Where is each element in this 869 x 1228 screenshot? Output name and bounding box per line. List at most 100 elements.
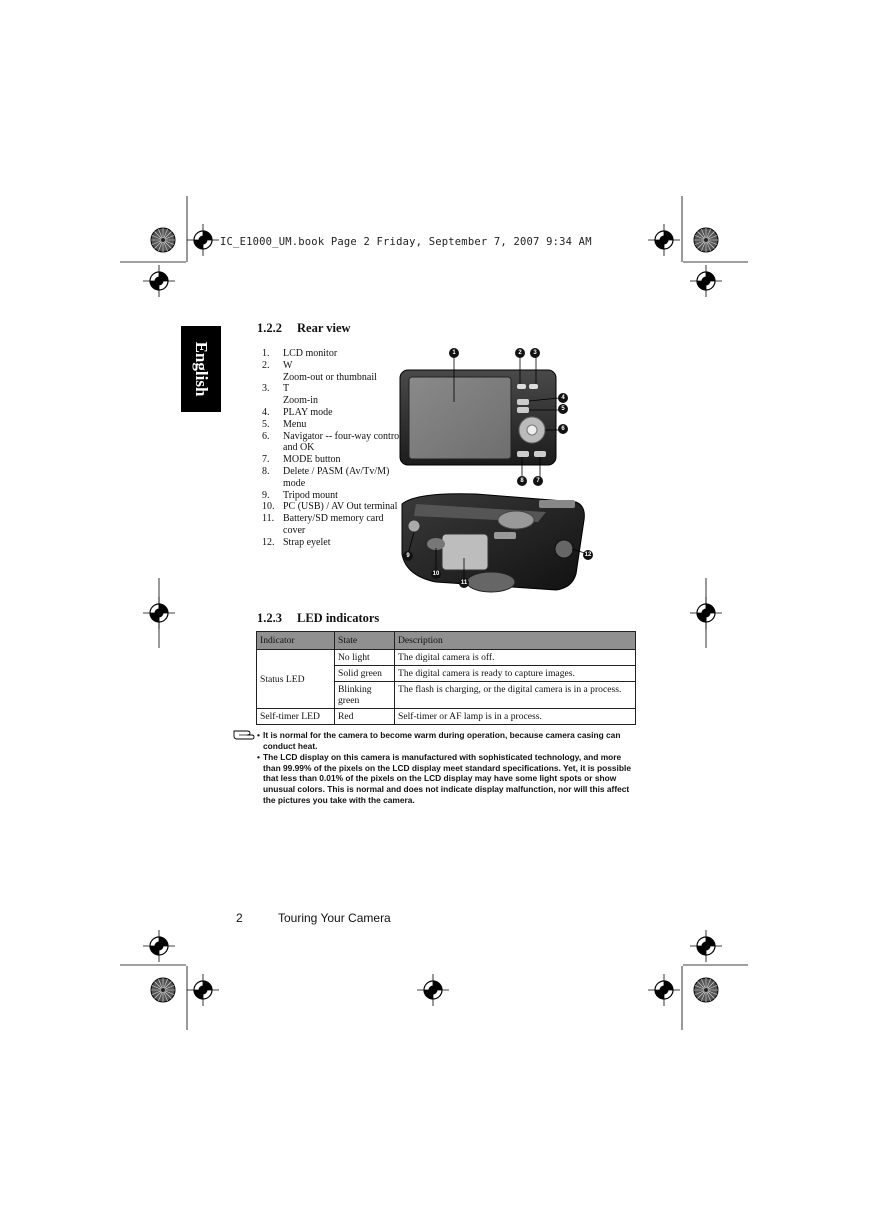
camera-illustration [399,354,589,593]
callout-1: 1 [449,348,459,358]
callout-3: 3 [530,348,540,358]
item-label-text: Delete / PASM (Av/Tv/M) mode [283,465,390,489]
note-hand-icon [233,730,255,740]
item-number: 10. [262,501,275,513]
callout-11: 11 [459,578,469,588]
list-item: 12. Strap eyelet [262,537,402,549]
description-cell: The digital camera is ready to capture i… [394,665,636,682]
list-item: 8. Delete / PASM (Av/Tv/M) mode [262,466,402,490]
item-sublabel: Zoom-out or thumbnail [283,371,377,383]
callout-6: 6 [558,424,568,434]
section-title: Rear view [297,321,351,335]
description-cell: The flash is charging, or the digital ca… [394,681,636,709]
list-item: 9. Tripod mount [262,490,402,502]
item-number: 1. [262,348,270,359]
item-label: MODE button [283,454,402,466]
item-label-text: Battery/SD memory card cover [283,513,384,536]
table-row: Self-timer LED Red Self-timer or AF lamp… [256,708,636,725]
item-label-text: Tripod mount [283,489,338,501]
table-row: Solid green The digital camera is ready … [257,665,636,682]
list-item: 10. PC (USB) / AV Out terminal [262,501,402,513]
list-item: 5. Menu [262,419,402,431]
item-number: 2. [262,359,270,371]
item-label: Navigator -- four-way control and OK [283,431,402,455]
table-row: Status LED No light The digital camera i… [256,649,636,709]
note-text: The LCD display on this camera is manufa… [263,752,631,805]
item-label: LCD monitor [283,348,402,360]
rear-view-heading: 1.2.2 Rear view [257,321,351,336]
item-number: 3. [262,383,270,395]
callout-4: 4 [558,393,568,403]
list-item: 6. Navigator -- four-way control and OK [262,431,402,455]
item-label-text: PLAY mode [283,406,333,418]
item-number: 5. [262,418,270,430]
item-label-text: LCD monitor [283,348,338,359]
item-number: 4. [262,406,270,418]
item-label-text: T [283,383,290,395]
section-number: 1.2.3 [257,611,282,625]
indicator-cell: Status LED [256,649,335,709]
column-header: Indicator [256,631,335,650]
callout-7: 7 [533,476,543,486]
item-label: Delete / PASM (Av/Tv/M) mode [283,466,402,490]
description-cell: Self-timer or AF lamp is in a process. [394,708,636,725]
list-item: 1. LCD monitor [262,348,402,360]
item-number: 9. [262,489,270,501]
state-cell: No light [334,649,395,666]
language-tab-label: English [192,341,211,397]
item-number: 7. [262,454,270,466]
list-item: 4. PLAY mode [262,407,402,419]
language-tab: English [181,326,221,412]
table-row: Blinking green The flash is charging, or… [257,681,636,709]
state-cell: Red [334,708,395,725]
item-label-text: Strap eyelet [283,536,331,548]
note-item: •It is normal for the camera to become w… [257,730,637,751]
item-sublabel: Zoom-in [283,395,318,407]
page-number: 2 [236,911,243,925]
column-header: State [334,631,395,650]
item-label: Strap eyelet [283,537,402,549]
indicator-cell: Self-timer LED [256,708,335,725]
callout-5: 5 [558,404,568,414]
item-label: PC (USB) / AV Out terminal [283,501,402,513]
item-number: 12. [262,536,275,548]
callout-2: 2 [515,348,525,358]
led-heading: 1.2.3 LED indicators [257,611,379,626]
item-label: Tripod mount [283,490,402,502]
callout-10: 10 [431,569,441,579]
section-number: 1.2.2 [257,321,282,335]
item-label-text: PC (USB) / AV Out terminal [283,501,398,513]
callout-9: 9 [403,551,413,561]
callout-8: 8 [517,476,527,486]
item-number: 8. [262,465,270,477]
list-item: 11. Battery/SD memory card cover [262,513,402,537]
section-title: LED indicators [297,611,380,625]
file-info-header: IC_E1000_UM.book Page 2 Friday, Septembe… [220,236,592,248]
item-label-text: Menu [283,418,307,430]
callout-12: 12 [583,550,593,560]
description-cell: The digital camera is off. [394,649,636,666]
list-item: 7. MODE button [262,454,402,466]
led-table: Indicator State Description Status LED N… [256,631,636,725]
note-item: •The LCD display on this camera is manuf… [257,752,637,805]
item-label: PLAY mode [283,407,402,419]
item-number: 11. [262,513,275,525]
item-number: 6. [262,430,270,442]
note-text: It is normal for the camera to become wa… [263,730,621,751]
notes: •It is normal for the camera to become w… [257,730,637,806]
column-header: Description [394,631,636,650]
state-cell: Blinking green [334,681,395,709]
item-label-text: MODE button [283,454,341,466]
item-label: Battery/SD memory card cover [283,513,402,537]
item-label-text: Navigator -- four-way control and OK [283,430,402,454]
item-label-text: W [283,359,293,371]
chapter-title: Touring Your Camera [278,911,391,925]
state-cell: Solid green [334,665,395,682]
item-label: Menu [283,419,402,431]
